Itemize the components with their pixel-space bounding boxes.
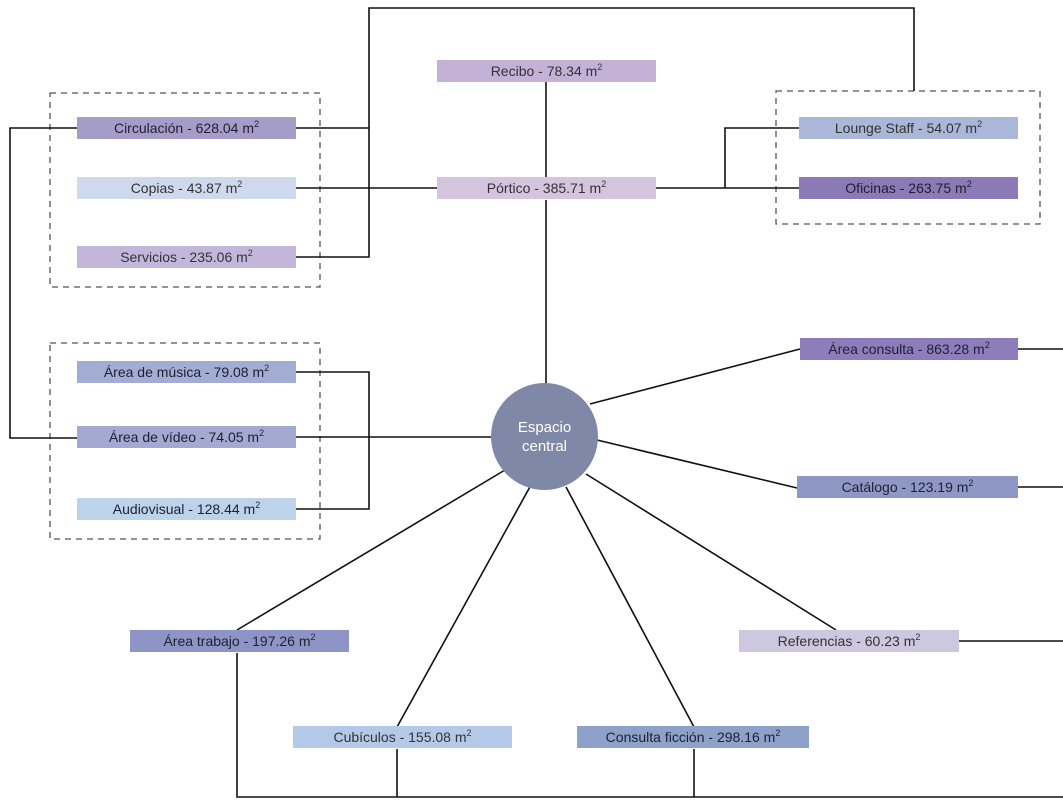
node-recibo: Recibo - 78.34 m2	[437, 60, 656, 82]
node-trabajo-sup: 2	[310, 632, 316, 642]
node-area-musica: Área de música - 79.08 m2	[77, 361, 296, 383]
connector-services-bracket	[296, 127, 370, 258]
connector-bottom-bus	[236, 653, 1063, 798]
connector-top-loop	[368, 7, 915, 128]
node-referencias: Referencias - 60.23 m2	[739, 630, 959, 652]
node-cubiculos: Cubículos - 155.08 m2	[293, 726, 512, 748]
node-lounge-label: Lounge Staff - 54.07 m	[834, 120, 978, 136]
node-circulacion: Circulación - 628.04 m2	[77, 117, 296, 139]
node-catalogo: Catálogo - 123.19 m2	[797, 476, 1018, 498]
node-musica-sup: 2	[264, 363, 270, 373]
node-area-trabajo: Área trabajo - 197.26 m2	[130, 630, 349, 652]
node-consulta-label: Área consulta - 863.28 m	[828, 341, 985, 357]
group-frame-services	[49, 92, 321, 288]
node-recibo-sup: 2	[597, 62, 603, 72]
connector-left-loop	[9, 127, 77, 439]
connector-center-catalogo	[596, 439, 798, 489]
node-copias-label: Copias - 43.87 m	[130, 180, 238, 196]
node-copias: Copias - 43.87 m2	[77, 177, 296, 199]
node-oficinas: Oficinas - 263.75 m2	[799, 177, 1018, 199]
node-area-consulta: Área consulta - 863.28 m2	[800, 338, 1018, 360]
group-frame-staff	[775, 90, 1041, 225]
group-frame-media	[49, 342, 321, 540]
node-servicios: Servicios - 235.06 m2	[77, 246, 296, 268]
node-referencias-label: Referencias - 60.23 m	[777, 633, 916, 649]
node-oficinas-sup: 2	[966, 179, 972, 189]
connector-center-cubiculos	[396, 484, 532, 728]
node-catalogo-sup: 2	[968, 478, 974, 488]
node-espacio-central: Espacio central	[491, 383, 598, 490]
connector-lounge-bracket	[724, 127, 799, 188]
node-catalogo-label: Catálogo - 123.19 m	[841, 479, 969, 495]
center-label-line1: Espacio	[517, 418, 572, 436]
node-circulacion-label: Circulación - 628.04 m	[113, 120, 255, 136]
node-ficcion-label: Consulta ficción - 298.16 m	[605, 729, 776, 745]
node-audiovisual-sup: 2	[255, 500, 261, 510]
node-servicios-sup: 2	[247, 248, 253, 258]
connector-center-consulta	[589, 348, 801, 405]
node-recibo-label: Recibo - 78.34 m	[490, 63, 598, 79]
connector-center-trabajo	[236, 469, 506, 631]
node-portico-sup: 2	[601, 179, 607, 189]
node-lounge-sup: 2	[977, 119, 983, 129]
node-portico: Pórtico - 385.71 m2	[437, 177, 656, 199]
center-label-line2: central	[521, 437, 568, 455]
node-lounge-staff: Lounge Staff - 54.07 m2	[799, 117, 1018, 139]
node-cubiculos-sup: 2	[466, 728, 472, 738]
node-video-label: Área de vídeo - 74.05 m	[108, 429, 260, 445]
node-audiovisual: Audiovisual - 128.44 m2	[77, 498, 296, 520]
node-area-video: Área de vídeo - 74.05 m2	[77, 426, 296, 448]
node-consulta-sup: 2	[984, 340, 990, 350]
node-video-sup: 2	[259, 428, 265, 438]
node-circulacion-sup: 2	[254, 119, 260, 129]
connector-center-referencias	[585, 473, 837, 631]
node-audiovisual-label: Audiovisual - 128.44 m	[112, 501, 256, 517]
node-referencias-sup: 2	[915, 632, 921, 642]
connector-center-ficcion	[565, 486, 695, 728]
node-portico-label: Pórtico - 385.71 m	[486, 180, 602, 196]
connector-media-bracket	[296, 371, 370, 510]
node-oficinas-label: Oficinas - 263.75 m	[845, 180, 967, 196]
node-trabajo-label: Área trabajo - 197.26 m	[163, 633, 311, 649]
node-servicios-label: Servicios - 235.06 m	[120, 249, 248, 265]
node-cubiculos-label: Cubículos - 155.08 m	[333, 729, 467, 745]
node-musica-label: Área de música - 79.08 m	[103, 364, 265, 380]
node-ficcion-sup: 2	[775, 728, 781, 738]
node-consulta-ficcion: Consulta ficción - 298.16 m2	[577, 726, 809, 748]
node-copias-sup: 2	[237, 179, 243, 189]
